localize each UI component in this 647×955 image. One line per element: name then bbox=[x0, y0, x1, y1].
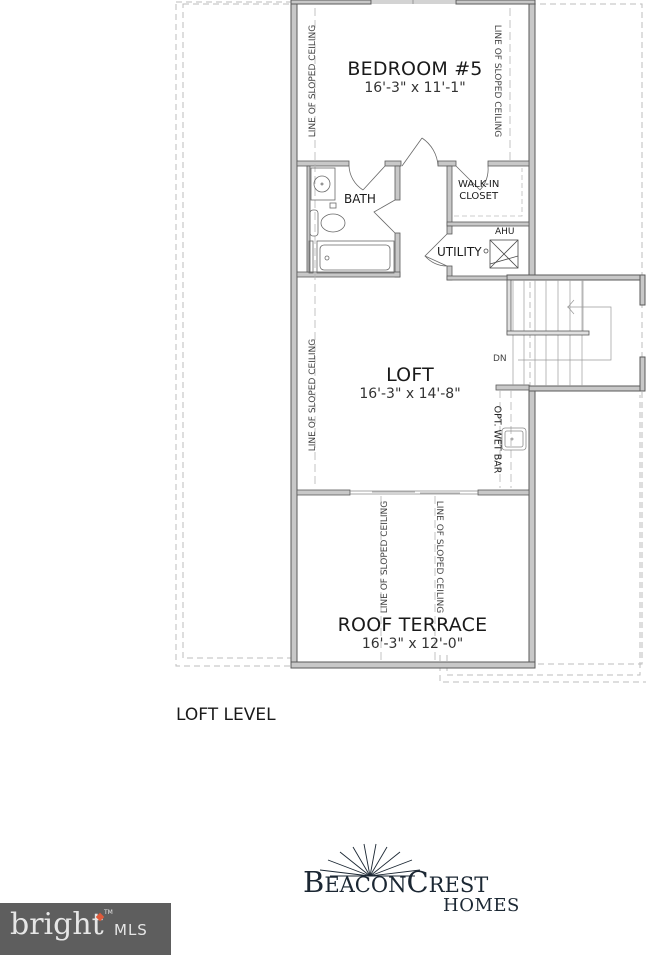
windows bbox=[350, 0, 478, 495]
wet-bar-label: OPT. WET BAR bbox=[491, 405, 503, 474]
stair-dn-label: DN bbox=[493, 354, 507, 364]
sloped-ceiling-lines bbox=[314, 8, 512, 662]
bedroom-label: BEDROOM #5 16'-3" x 11'-1" bbox=[330, 58, 500, 96]
beaconcrest-wordmark: BEACONCREST bbox=[303, 865, 489, 899]
beaconcrest-logo: BEACONCREST HOMES bbox=[300, 840, 530, 920]
bath-label: BATH bbox=[344, 192, 376, 206]
loft-label: LOFT 16'-3" x 14'-8" bbox=[340, 364, 480, 402]
floor-plan-drawing bbox=[175, 0, 646, 683]
interior-walls bbox=[296, 160, 530, 496]
bright-word: bright bbox=[10, 907, 104, 942]
bedroom-dims: 16'-3" x 11'-1" bbox=[364, 80, 466, 96]
sloped-ceiling-label-bedroom-right: LINE OF SLOPED CEILING bbox=[492, 24, 503, 138]
roof-outline bbox=[175, 1, 646, 683]
beaconcrest-homes: HOMES bbox=[443, 895, 520, 916]
exterior-walls bbox=[290, 0, 646, 669]
bright-mls-logo: bright TM MLS bbox=[0, 903, 171, 955]
walk-in-closet-label: WALK-IN CLOSET bbox=[458, 179, 499, 203]
loft-name: LOFT bbox=[386, 364, 434, 386]
bath-fixtures bbox=[308, 167, 395, 274]
sloped-ceiling-label-loft: LINE OF SLOPED CEILING bbox=[308, 338, 319, 452]
ahu-label: AHU bbox=[495, 227, 515, 237]
mls-text: MLS bbox=[114, 921, 148, 939]
sloped-ceiling-label-terrace-left: LINE OF SLOPED CEILING bbox=[380, 500, 391, 614]
bedroom-name: BEDROOM #5 bbox=[347, 58, 483, 80]
utility-label: UTILITY bbox=[437, 245, 482, 259]
walk-in-line2: CLOSET bbox=[459, 191, 499, 202]
sloped-ceiling-label-terrace-right: LINE OF SLOPED CEILING bbox=[434, 500, 445, 614]
floor-plan: BEDROOM #5 16'-3" x 11'-1" BATH WALK-IN … bbox=[175, 0, 646, 683]
doors bbox=[348, 137, 523, 267]
level-title: LOFT LEVEL bbox=[176, 705, 276, 725]
roof-terrace-name: ROOF TERRACE bbox=[337, 614, 488, 636]
ahu-unit bbox=[483, 239, 519, 269]
loft-dims: 16'-3" x 14'-8" bbox=[359, 386, 461, 402]
wet-bar-sink bbox=[501, 427, 527, 451]
sunburst-icon bbox=[319, 843, 421, 877]
roof-terrace-dims: 16'-3" x 12'-0" bbox=[361, 636, 464, 652]
stair-rail bbox=[506, 279, 590, 336]
sloped-ceiling-label-bedroom-left: LINE OF SLOPED CEILING bbox=[308, 24, 319, 138]
walk-in-line1: WALK-IN bbox=[458, 179, 500, 190]
roof-terrace-label: ROOF TERRACE 16'-3" x 12'-0" bbox=[320, 614, 505, 652]
trademark: TM bbox=[104, 909, 113, 916]
